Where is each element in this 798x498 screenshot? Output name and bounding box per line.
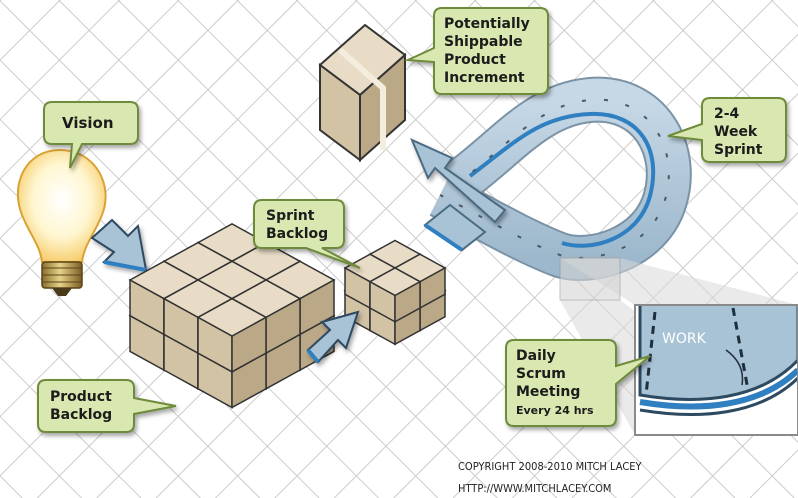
sprint-backlog-callout: Sprint Backlog [253,199,361,269]
copyright-url: HTTP://WWW.MITCHLACEY.COM [458,482,611,495]
sprint-backlog-line-1: Sprint [266,208,315,224]
cube-face [231,316,267,374]
daily-scrum-line-2: Scrum [516,366,566,382]
zoom-detail: WORK [559,257,798,436]
product-backlog-callout: Product Backlog [37,379,177,433]
daily-scrum-subtitle: Every 24 hrs [516,404,594,417]
svg-text:Potentially Shippable: Potentially Shippable Product Increment [444,16,535,86]
sprint-callout: 2-4 Week Sprint [667,97,787,163]
increment-line-4: Increment [444,70,525,86]
svg-text:Product Backlog: Product Backlog [50,389,117,423]
product-backlog-stack [128,223,336,409]
increment-arrow [410,138,507,224]
sprint-line-3: Sprint [714,142,763,158]
product-increment-box [318,23,407,163]
daily-scrum-line-1: Daily [516,348,556,364]
product-backlog-line-2: Backlog [50,407,112,423]
increment-line-3: Product [444,52,506,68]
product-increment-callout: Potentially Shippable Product Increment [404,7,549,95]
increment-line-1: Potentially [444,16,530,32]
increment-line-2: Shippable [444,34,523,50]
vision-arrow [90,218,148,272]
sprint-line-1: 2-4 [714,106,740,122]
product-backlog-line-1: Product [50,389,112,405]
svg-text:Sprint Backlog: Sprint Backlog [266,208,328,242]
lightbulb-icon [17,148,107,296]
sprint-backlog-line-2: Backlog [266,226,328,242]
sprint-backlog-stack [343,239,447,346]
backlog-arrow [306,310,360,364]
sprint-line-2: Week [714,124,758,140]
svg-text:2-4 Week Sprint: 2-4 Week Sprint [714,106,763,158]
daily-scrum-callout: Daily Scrum Meeting Every 24 hrs [505,339,651,427]
sprint-loop [429,76,692,281]
zoom-work-label: WORK [662,331,707,347]
vision-label: Vision [62,114,114,132]
cube-face [394,280,421,324]
vision-callout: Vision [43,101,139,169]
daily-scrum-line-3: Meeting [516,384,580,400]
sprint-entry-arrow [423,203,487,252]
svg-text:Daily Scrum Meetin: Daily Scrum Meeting [516,348,580,400]
copyright-line: COPYRIGHT 2008-2010 MITCH LACEY [458,460,642,473]
